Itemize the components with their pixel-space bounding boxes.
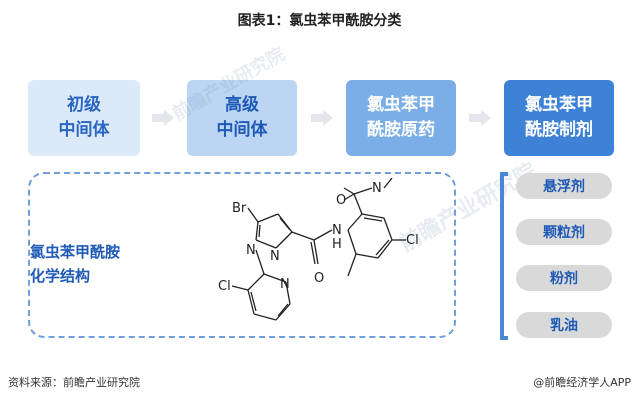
formulation-bracket	[500, 172, 508, 340]
chlorine-atom-label: Cl	[218, 279, 231, 294]
formulation-box: 氯虫苯甲 酰胺制剂	[504, 80, 614, 156]
primary-intermediate-box: 初级 中间体	[28, 80, 140, 156]
formulation-item: 颗粒剂	[516, 219, 612, 245]
formulation-item: 粉剂	[516, 265, 612, 291]
amide-nitrogen-label: N	[332, 223, 342, 238]
bromine-atom-label: Br	[232, 201, 247, 216]
formulation-item: 乳油	[516, 312, 612, 338]
source-note: 资料来源：前瞻产业研究院	[8, 376, 140, 389]
chart-title: 图表1：氯虫苯甲酰胺分类	[237, 13, 402, 29]
methylamide-nitrogen-label: N	[372, 181, 382, 196]
technical-material-box: 氯虫苯甲 酰胺原药	[346, 80, 456, 156]
chemical-structure-diagram: Br N N O N H O N H Cl Cl N	[218, 178, 419, 321]
arrow-right-icon	[152, 110, 174, 126]
pyrazole-nitrogen-label: N	[270, 249, 280, 264]
formulation-item: 悬浮剂	[516, 173, 612, 199]
pyridine-nitrogen-label: N	[280, 277, 290, 292]
credit-note: @前瞻经济学人APP	[533, 376, 631, 389]
amide-oxygen-label: O	[314, 271, 324, 286]
chlorine-atom-label: Cl	[406, 233, 419, 248]
arrow-right-icon	[469, 110, 491, 126]
structure-label: 氯虫苯甲酰胺 化学结构	[30, 243, 121, 285]
pyrazole-nitrogen-label: N	[246, 243, 256, 258]
arrow-right-icon	[311, 110, 333, 126]
carbonyl-oxygen-label: O	[336, 193, 346, 208]
amide-hydrogen-label: H	[332, 237, 342, 252]
structure-panel	[28, 172, 456, 338]
advanced-intermediate-box: 高级 中间体	[187, 80, 297, 156]
